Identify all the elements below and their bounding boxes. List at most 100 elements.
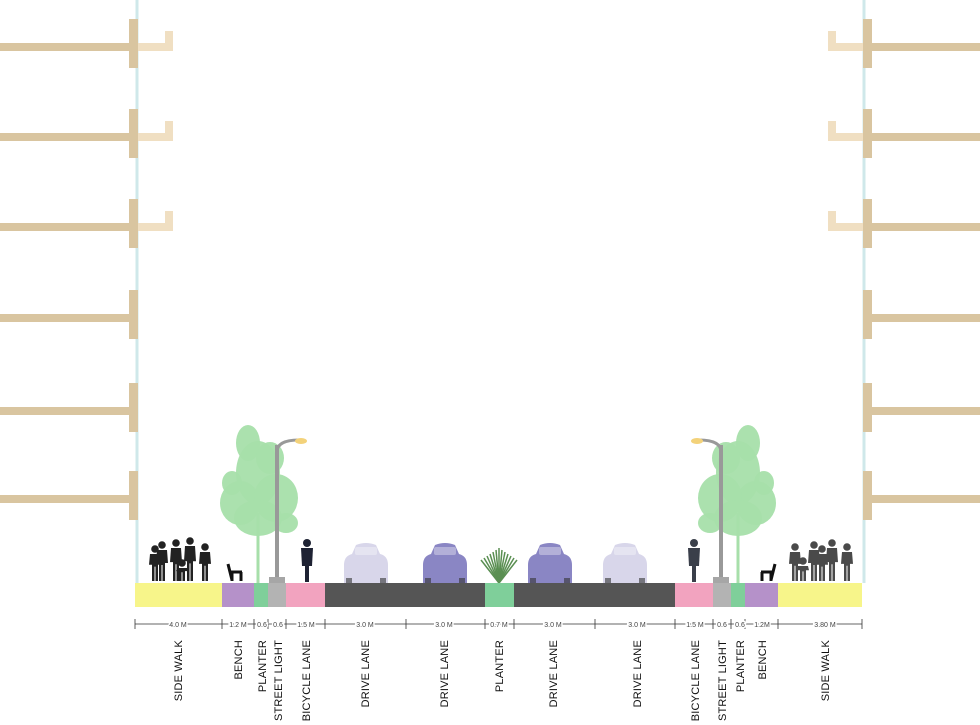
bench bbox=[760, 563, 777, 581]
strip-street-light bbox=[713, 583, 731, 607]
strip-side-walk bbox=[778, 583, 862, 607]
person-body bbox=[184, 546, 196, 581]
planter-plant bbox=[480, 548, 518, 584]
person-body bbox=[156, 550, 168, 581]
car bbox=[528, 543, 572, 585]
car-wheel bbox=[530, 578, 536, 585]
car-windshield bbox=[614, 547, 636, 555]
strip-label: BICYCLE LANE bbox=[301, 640, 313, 721]
dimension-value: 3.0 M bbox=[628, 622, 646, 629]
dimension-value: 1.2M bbox=[754, 622, 770, 629]
balcony-right bbox=[828, 31, 863, 51]
dimension-value: 3.0 M bbox=[435, 622, 453, 629]
lamp-base bbox=[269, 577, 285, 585]
dimension-value: 0.6 bbox=[735, 622, 745, 629]
car bbox=[603, 543, 647, 585]
strip-label: DRIVE LANE bbox=[548, 640, 560, 707]
person-body bbox=[797, 566, 809, 581]
dimension-value: 4.0 M bbox=[169, 622, 187, 629]
pedestrian bbox=[156, 541, 168, 581]
person-body bbox=[816, 554, 828, 581]
column-left bbox=[129, 109, 138, 158]
lamp-pole bbox=[719, 445, 723, 583]
column-right bbox=[863, 109, 872, 158]
pedestrians bbox=[149, 537, 853, 582]
person-body bbox=[789, 552, 801, 581]
tree-foliage bbox=[714, 500, 762, 536]
person-head bbox=[201, 543, 209, 551]
strip-planter bbox=[731, 583, 745, 607]
pedestrian bbox=[176, 559, 188, 581]
person-head bbox=[818, 545, 826, 553]
strip-label: DRIVE LANE bbox=[632, 640, 644, 707]
pedestrian bbox=[789, 543, 801, 581]
car bbox=[344, 543, 388, 585]
floor-slab-right bbox=[863, 133, 980, 141]
dimension-value: 3.80 M bbox=[814, 622, 836, 629]
column-left bbox=[129, 471, 138, 520]
tree-foliage bbox=[698, 513, 722, 533]
column-right bbox=[863, 383, 872, 432]
strip-label: DRIVE LANE bbox=[360, 640, 372, 707]
person-head bbox=[186, 537, 194, 545]
street-lamp bbox=[691, 438, 729, 585]
car-wheel bbox=[605, 578, 611, 585]
balcony-right bbox=[828, 121, 863, 141]
lamp-head bbox=[295, 438, 307, 444]
pedestrian bbox=[816, 545, 828, 581]
strip-label: BICYCLE LANE bbox=[690, 640, 702, 721]
dimension-value: 3.0 M bbox=[544, 622, 562, 629]
balcony-left bbox=[138, 121, 173, 141]
floor-slab-left bbox=[0, 223, 138, 231]
cyclist-wheel bbox=[305, 566, 309, 582]
dimension-value: 0.6 bbox=[717, 622, 727, 629]
cyclist-body bbox=[301, 548, 313, 566]
person-head bbox=[172, 539, 180, 547]
column-left bbox=[129, 290, 138, 339]
strip-bicycle-lane bbox=[286, 583, 325, 607]
strip-street-light bbox=[268, 583, 286, 607]
person-body bbox=[199, 552, 211, 581]
car-body bbox=[344, 543, 388, 585]
person-head bbox=[799, 557, 807, 565]
tree-foliage bbox=[234, 500, 282, 536]
strip-label: PLANTER bbox=[494, 640, 506, 692]
strip-side-walk bbox=[135, 583, 222, 607]
column-right bbox=[863, 290, 872, 339]
strip-label: STREET LIGHT bbox=[273, 640, 285, 721]
dimension-value: 0.7 M bbox=[490, 622, 508, 629]
car-body bbox=[603, 543, 647, 585]
balcony-left bbox=[138, 31, 173, 51]
strip-label: DRIVE LANE bbox=[439, 640, 451, 707]
floor-slab-right bbox=[863, 43, 980, 51]
trees bbox=[220, 425, 776, 583]
car-wheel bbox=[346, 578, 352, 585]
balcony-right bbox=[828, 211, 863, 231]
strip-label: SIDE WALK bbox=[173, 640, 185, 702]
car-body bbox=[528, 543, 572, 585]
tree-foliage bbox=[236, 425, 260, 461]
tree-foliage bbox=[754, 471, 774, 495]
person-head bbox=[151, 545, 159, 553]
strip-label: PLANTER bbox=[735, 640, 747, 692]
person-head bbox=[791, 543, 799, 551]
column-right bbox=[863, 471, 872, 520]
buildings bbox=[0, 0, 980, 583]
car-wheel bbox=[639, 578, 645, 585]
strip-label: PLANTER bbox=[257, 640, 269, 692]
street-strips bbox=[135, 583, 862, 607]
floor-slab-right bbox=[863, 495, 980, 503]
pedestrian bbox=[826, 539, 838, 581]
strip-bench bbox=[222, 583, 254, 607]
dimension-value: 3.0 M bbox=[356, 622, 374, 629]
floor-slab-right bbox=[863, 223, 980, 231]
column-right bbox=[863, 199, 872, 248]
floor-slab-left bbox=[0, 133, 138, 141]
car-wheel bbox=[380, 578, 386, 585]
strip-drive-lane bbox=[406, 583, 485, 607]
car-wheel bbox=[564, 578, 570, 585]
person-body bbox=[826, 548, 838, 581]
person-head bbox=[158, 541, 166, 549]
